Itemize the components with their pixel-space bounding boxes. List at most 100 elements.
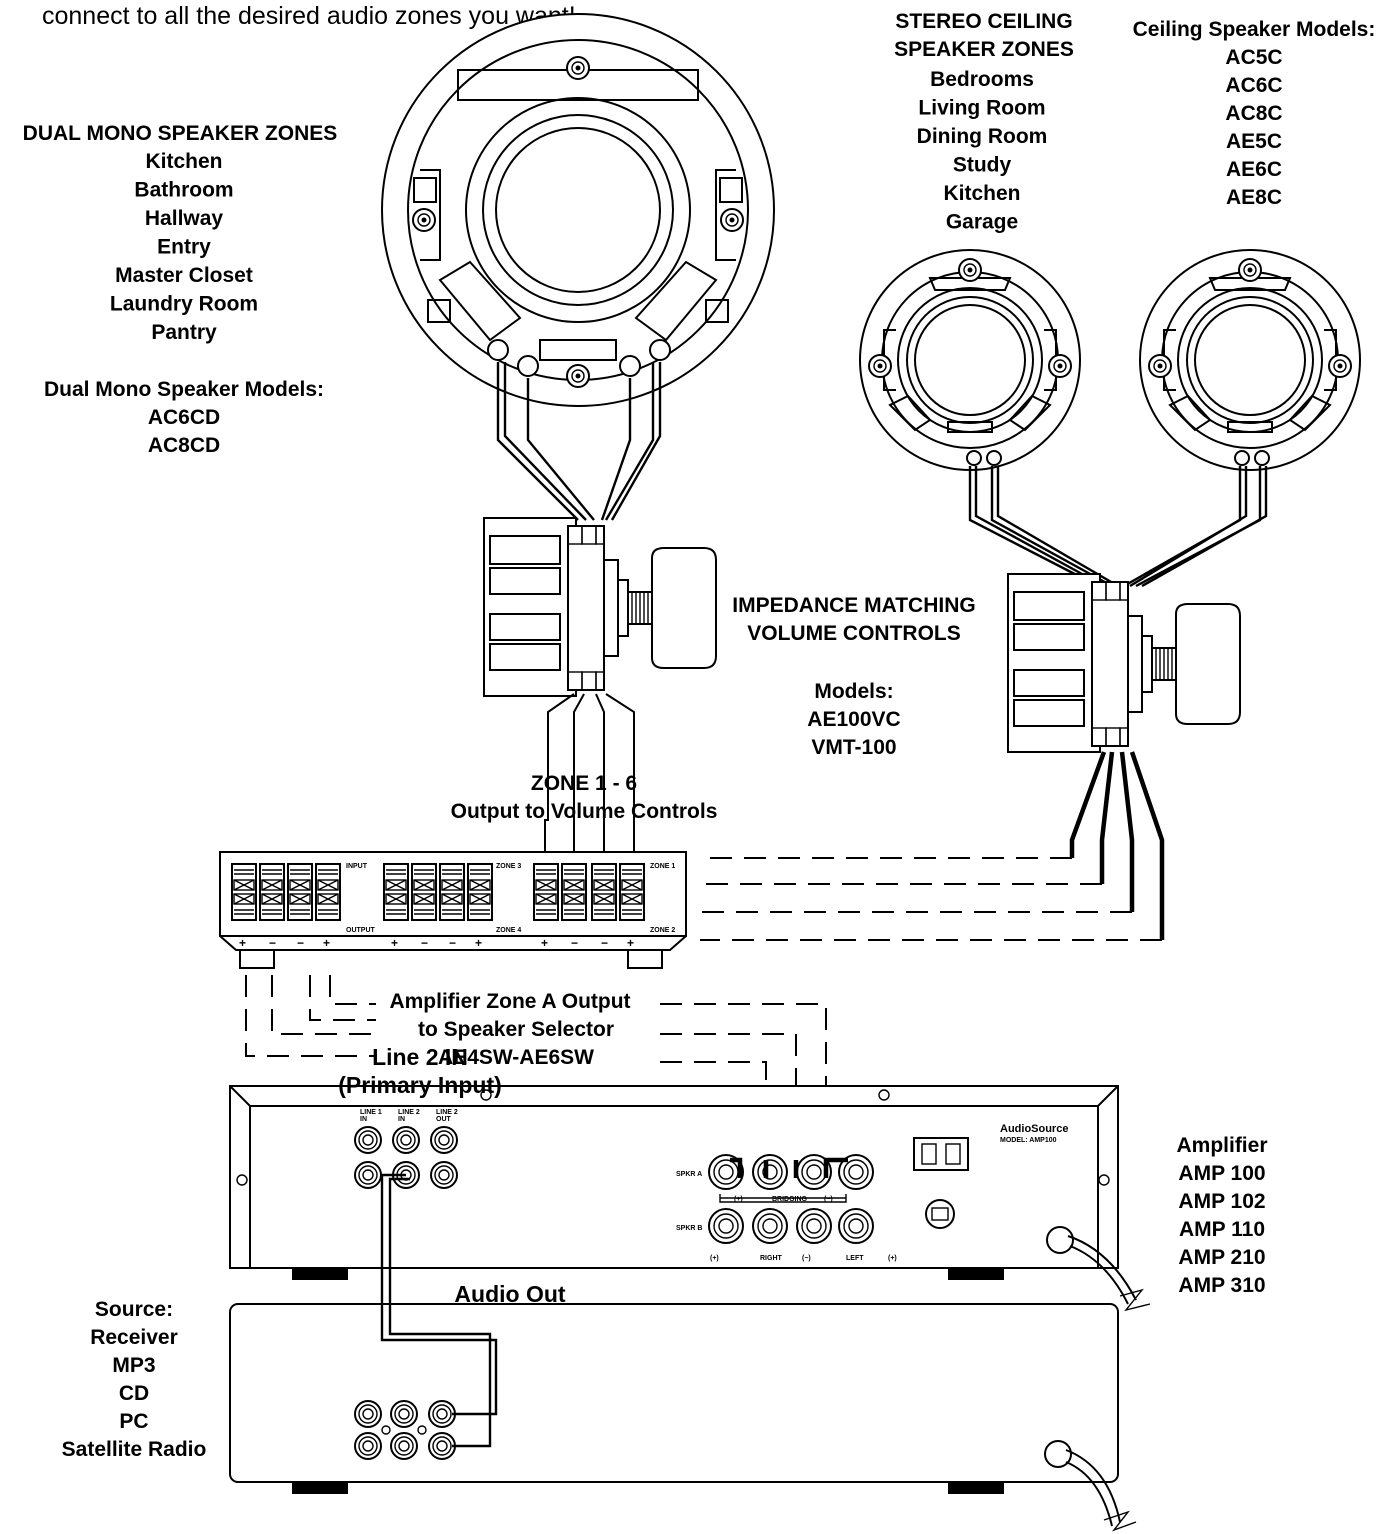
label-stereo-heading-1: STEREO CEILING (895, 10, 1072, 33)
ceiling-model-item: AC6C (1225, 74, 1282, 97)
label-stereo-heading-2: SPEAKER ZONES (894, 38, 1074, 61)
polarity-minus: − (421, 936, 428, 950)
label-amplifier-heading: Amplifier (1176, 1134, 1267, 1157)
speaker-screw-icon (566, 56, 590, 80)
label-minus: (−) (802, 1255, 811, 1262)
ceiling-model-list: AC5C AC6C AC8C AE5C AE6C AE8C (1225, 46, 1282, 209)
amplifier-model-item: AMP 102 (1178, 1190, 1265, 1213)
selector-label-zone1: ZONE 1 (650, 863, 675, 870)
stereo-ceiling-speaker-left (859, 249, 1081, 471)
line1-in-jack-icon (354, 1126, 382, 1154)
amplifier-unit: LINE 1 LINE 2 LINE 2 IN IN OUT SPKR A SP… (229, 1085, 1151, 1312)
selector-label-zone2: ZONE 2 (650, 927, 675, 934)
volume-control-left (483, 517, 717, 697)
label-to-speaker-selector: to Speaker Selector (418, 1018, 614, 1041)
ceiling-model-item: AC5C (1225, 46, 1282, 69)
label-amp-zone-a: Amplifier Zone A Output (389, 990, 630, 1013)
dual-mono-zone-item: Kitchen (145, 150, 222, 173)
line2-out-jack-icon (430, 1161, 458, 1189)
ceiling-model-item: AE6C (1226, 158, 1282, 181)
polarity-minus: − (449, 936, 456, 950)
dual-mono-model-item: AC6CD (148, 406, 220, 429)
label-ceiling-models-heading: Ceiling Speaker Models: (1133, 18, 1376, 41)
stereo-ceiling-speaker-right (1139, 249, 1361, 471)
source-item: Receiver (90, 1326, 178, 1349)
rca-cable (380, 1173, 498, 1448)
label-left-plus: (+) (888, 1255, 897, 1262)
ceiling-model-item: AE5C (1226, 130, 1282, 153)
wires-stereo-to-volume (968, 466, 1268, 588)
source-item: CD (119, 1382, 149, 1405)
dual-mono-model-item: AC8CD (148, 434, 220, 457)
source-unit (229, 1303, 1137, 1532)
selector-label-zone4: ZONE 4 (496, 927, 521, 934)
source-audio-out-jack-icon (428, 1400, 456, 1428)
label-out: OUT (436, 1116, 452, 1123)
label-in: IN (360, 1116, 367, 1123)
model-label: MODEL: AMP100 (1000, 1137, 1057, 1144)
amplifier-model-item: AMP 310 (1178, 1274, 1265, 1297)
dual-mono-zone-item: Laundry Room (110, 293, 258, 316)
line2-in-jack-icon (392, 1126, 420, 1154)
speaker-screw-icon (720, 208, 744, 232)
label-spkr-b: SPKR B (676, 1225, 702, 1232)
selector-label-zone3: ZONE 3 (496, 863, 521, 870)
power-cord-icon (1044, 1440, 1072, 1468)
amplifier-model-item: AMP 100 (1178, 1162, 1265, 1185)
stereo-zone-item: Dining Room (917, 125, 1048, 148)
polarity-plus: + (239, 936, 246, 950)
amplifier-model-item: AMP 110 (1179, 1218, 1265, 1241)
label-audio-out: Audio Out (454, 1281, 565, 1307)
polarity-plus: + (475, 936, 482, 950)
selector-label-input: INPUT (346, 863, 368, 870)
spkr-b-jack-icon (752, 1208, 788, 1244)
wires-spkr-a (730, 1157, 848, 1178)
label-vc-model-1: AE100VC (807, 708, 900, 731)
source-item: Satellite Radio (62, 1438, 207, 1461)
label-output-volume: Output to Volume Controls (451, 800, 718, 823)
dual-mono-ceiling-speaker (381, 13, 775, 407)
speaker-screw-icon (566, 364, 590, 388)
source-item: MP3 (112, 1354, 155, 1377)
dual-mono-zone-item: Pantry (151, 321, 217, 344)
stereo-zone-item: Kitchen (943, 182, 1020, 205)
ceiling-model-item: AC8C (1225, 102, 1282, 125)
stereo-zone-item: Garage (946, 211, 1018, 234)
label-dual-mono-heading: DUAL MONO SPEAKER ZONES (23, 122, 338, 145)
source-audio-out-jack-icon (428, 1432, 456, 1460)
label-source-heading: Source: (95, 1298, 173, 1321)
speaker-screw-icon (1238, 258, 1262, 282)
label-zone-range: ZONE 1 - 6 (531, 772, 637, 795)
speaker-screw-icon (868, 354, 892, 378)
source-item: PC (119, 1410, 148, 1433)
source-jack-icon (354, 1400, 382, 1428)
label-selector-models: AE4SW-AE6SW (438, 1046, 594, 1069)
label-in: IN (398, 1116, 405, 1123)
ceiling-model-item: AE8C (1226, 186, 1282, 209)
speaker-screw-icon (1148, 354, 1172, 378)
line2-out-jack-icon (430, 1126, 458, 1154)
wires-volume-to-zone1 (544, 693, 635, 870)
label-bridge-plus: (+) (734, 1196, 743, 1203)
stereo-zone-item: Bedrooms (930, 68, 1034, 91)
label-bridge-minus: (−) (824, 1196, 833, 1203)
power-cord-icon (1046, 1226, 1074, 1254)
source-jack-icon (390, 1432, 418, 1460)
brand-logo: AudioSource (1000, 1123, 1068, 1135)
intro-text: connect to all the desired audio zones y… (42, 2, 576, 30)
volume-control-right (1007, 573, 1241, 753)
label-right-plus: (+) (710, 1255, 719, 1262)
polarity-plus: + (323, 936, 330, 950)
label-right: RIGHT (760, 1255, 783, 1262)
speaker-selector: INPUT OUTPUT ZONE 3 ZONE 4 ZONE 1 ZONE 2… (219, 851, 687, 969)
label-vc-model-2: VMT-100 (811, 736, 896, 759)
label-line1-in: LINE 1 (360, 1109, 382, 1116)
speaker-screw-icon (958, 258, 982, 282)
dual-mono-model-list: AC6CD AC8CD (148, 406, 220, 457)
spkr-b-jack-icon (838, 1208, 874, 1244)
